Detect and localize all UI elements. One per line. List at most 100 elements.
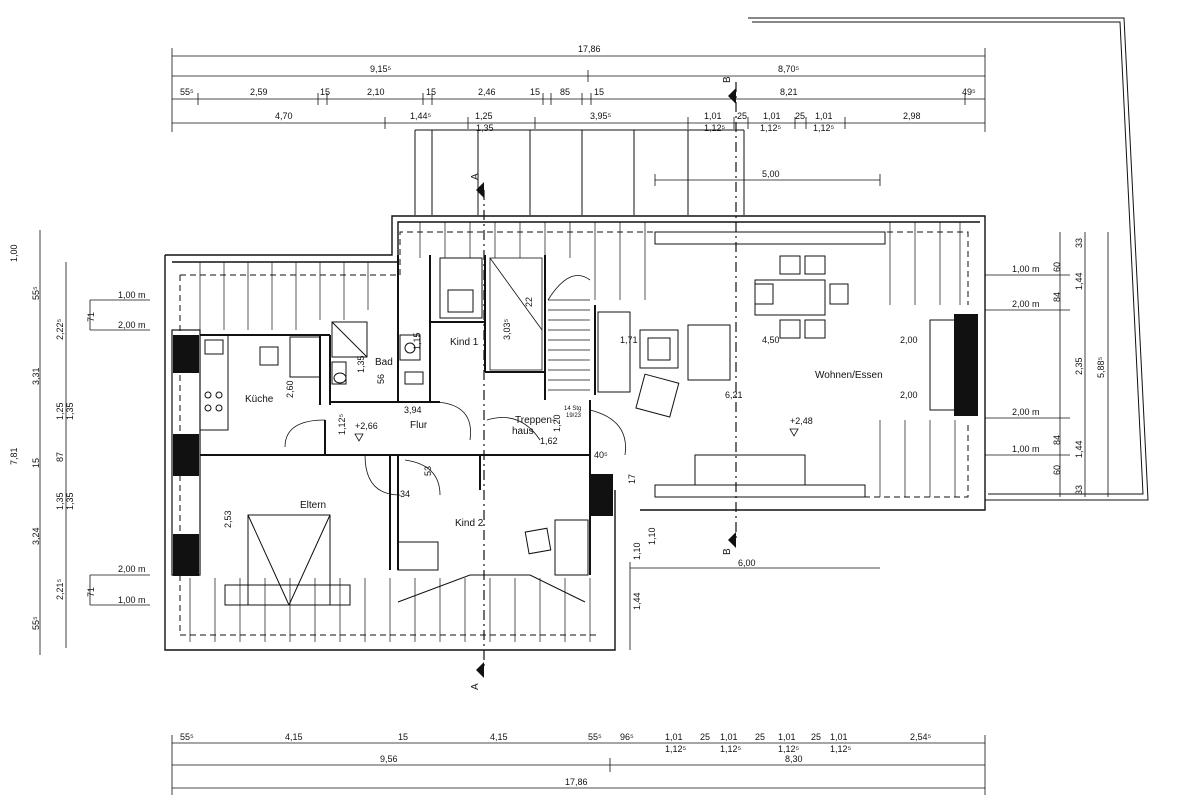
dim-r4-5: 25 (737, 111, 747, 121)
dim-r5-0: 1,35 (476, 123, 494, 133)
dim-b1-2: 15 (398, 732, 408, 742)
dim-r4-1: 1,44⁵ (410, 111, 432, 121)
dim-l-level-0: 1,00 m (118, 290, 146, 300)
room-label-eltern: Eltern (300, 500, 326, 511)
dim-r4-0: 4,70 (275, 111, 293, 121)
dim-i-450: 4,50 (762, 335, 780, 345)
bottom-dimension-lines (171, 562, 986, 795)
dim-i-17: 17 (627, 474, 637, 484)
dim-r-c2-1: 2,35 (1074, 357, 1084, 375)
door-swings (284, 401, 626, 496)
dim-b1-1: 4,15 (285, 732, 303, 742)
bottom-dim-texts: 55⁵ 4,15 15 4,15 55⁵ 96⁵ 1,01 25 1,01 25… (180, 732, 932, 787)
dim-i-112: 1,12⁵ (337, 413, 347, 435)
level-marks: +2,66 +2,48 14 Stg 19/23 (354, 406, 813, 442)
dim-b1-4: 55⁵ (588, 732, 602, 742)
staircase (489, 257, 591, 391)
dim-i-53: 53 (423, 466, 433, 476)
section-label-b-bottom: B (722, 548, 733, 555)
dim-l-mid-2: 3,31 (31, 367, 41, 385)
dim-r-c2-2: 1,44 (1074, 440, 1084, 458)
dim-r3-9: 8,21 (780, 87, 798, 97)
dim-r-level-3: 1,00 m (1012, 444, 1040, 454)
building-outline (164, 215, 986, 651)
dim-r5-3: 1,12⁵ (813, 123, 835, 133)
dim-l-short-1: 71 (86, 587, 96, 597)
room-label-kind2: Kind 2 (455, 518, 484, 529)
dim-top-a: 9,15⁵ (370, 64, 392, 74)
dim-i-200b: 2,00 (900, 390, 918, 400)
dim-l-mid-5: 87 (55, 452, 65, 462)
dim-r-c1-1: 60 (1052, 262, 1062, 272)
dim-b1-12: 1,01 (830, 732, 848, 742)
dim-r-c2-0: 1,44 (1074, 272, 1084, 290)
dim-i-110a: 1,10 (632, 542, 642, 560)
section-arrow-a-bottom (476, 662, 484, 678)
room-label-flur: Flur (410, 420, 428, 431)
dim-b1-11: 25 (811, 732, 821, 742)
dim-r3-8: 15 (594, 87, 604, 97)
dim-l-mid-8: 2,21⁵ (55, 578, 65, 600)
dim-r-c1-0: 33 (1074, 238, 1084, 248)
dim-l-mid-7: 3,24 (31, 527, 41, 545)
dim-i-22: 22 (524, 297, 534, 307)
dim-l-level-2: 2,00 m (118, 564, 146, 574)
dim-b2-1: 8,30 (785, 754, 803, 764)
section-labels: A A B B (470, 76, 733, 690)
dim-b1-0: 55⁵ (180, 732, 194, 742)
section-label-b-top: B (722, 76, 733, 83)
section-arrow-b-top (728, 88, 736, 104)
kitchen-counter (199, 334, 321, 431)
dim-l-inner-1: 1,35 (65, 492, 75, 510)
dim-l-outer-1: 7,81 (9, 447, 19, 465)
section-arrow-b-bottom (728, 532, 736, 548)
inner-dim-texts: 2,60 1,35 56 1,15 22 3,03⁵ 1,71 4,50 2,0… (223, 297, 918, 610)
dim-i-40: 40⁵ (594, 450, 608, 460)
room-label-treppenhaus-1: Treppen- (515, 415, 555, 426)
dim-i-120: 1,20 (552, 414, 562, 432)
room-label-bad: Bad (375, 357, 393, 368)
dim-r3-5: 2,46 (478, 87, 496, 97)
dim-i-394: 3,94 (404, 405, 422, 415)
dim-total-bottom: 17,86 (565, 777, 588, 787)
dim-r4-6: 1,01 (763, 111, 781, 121)
bathroom-fixtures (331, 321, 424, 385)
dim-r4-2: 1,25 (475, 111, 493, 121)
roof-hatch-top (189, 222, 961, 642)
kind1-furniture (439, 257, 483, 319)
dim-b1-13: 2,54⁵ (910, 732, 932, 742)
dim-i-110b: 1,10 (647, 527, 657, 545)
dim-i-56: 56 (376, 374, 386, 384)
eltern-bed (224, 514, 351, 606)
section-markers (476, 88, 736, 678)
dim-r-level-1: 2,00 m (1012, 299, 1040, 309)
stairs-steps-2: 19/23 (566, 413, 582, 419)
section-label-a-bottom: A (470, 683, 481, 690)
dim-i-135: 1,35 (356, 355, 366, 373)
dim-r4-9: 2,98 (903, 111, 921, 121)
dim-l-level-1: 2,00 m (118, 320, 146, 330)
dim-r5-1: 1,12⁵ (704, 123, 726, 133)
level-flur: +2,66 (355, 421, 378, 431)
dim-b2-0: 9,56 (380, 754, 398, 764)
level-wohnen: +2,48 (790, 416, 813, 426)
dim-i-200a: 2,00 (900, 335, 918, 345)
section-label-a-top: A (470, 173, 481, 180)
balcony-top (414, 129, 745, 215)
dim-balcony: 5,00 (762, 169, 780, 179)
dim-b1-3: 4,15 (490, 732, 508, 742)
dim-i-260: 2,60 (285, 380, 295, 398)
dim-b1-6: 1,01 (665, 732, 683, 742)
top-dim-texts: 17,86 9,15⁵ 8,70⁵ 55⁵ 2,59 15 2,10 15 2,… (180, 44, 976, 179)
dim-i-162: 1,62 (540, 436, 558, 446)
dim-i-621: 6,21 (725, 390, 743, 400)
dim-l-mid-6: 1,35 (55, 492, 65, 510)
dim-b1b-2: 1,12⁵ (778, 744, 800, 754)
living-room-furniture (597, 231, 956, 498)
room-label-treppenhaus-2: haus (512, 426, 534, 437)
dim-i-303: 3,03⁵ (502, 318, 512, 340)
dim-r3-3: 2,10 (367, 87, 385, 97)
dim-total-top: 17,86 (578, 44, 601, 54)
dim-top-b: 8,70⁵ (778, 64, 800, 74)
room-label-kind1: Kind 1 (450, 337, 479, 348)
